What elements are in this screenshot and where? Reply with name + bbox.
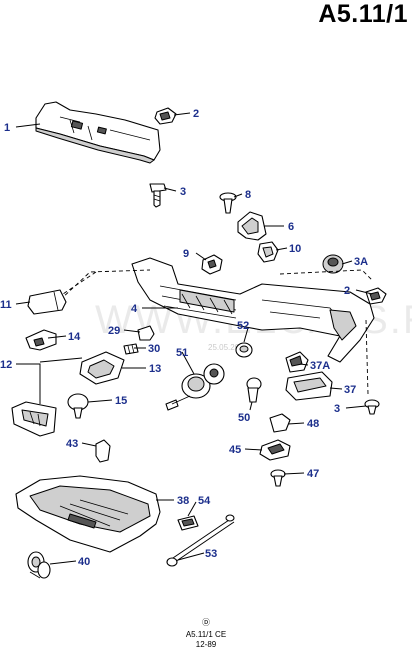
part-3-screw-right [364,399,380,415]
callout-45: 45 [229,444,241,456]
part-6-bracket [237,211,267,241]
part-48-clip [269,413,291,433]
part-40-bumpers [27,551,51,579]
callout-37: 37 [344,384,356,396]
part-43-hinge [95,439,111,463]
part-4-lower-panel [131,257,375,363]
callout-50: 50 [238,412,250,424]
part-47-screw [270,469,286,487]
callout-53: 53 [205,548,217,560]
assembly-outline [59,269,369,395]
part-45-latch [259,439,291,461]
part-37-bracket [285,371,333,401]
part-10-clip [257,241,279,263]
callout-15: 15 [115,395,127,407]
callout-2-right: 2 [344,285,350,297]
part-29-clip [137,325,155,341]
footer-code: A5.11/1 CE [185,630,227,639]
part-1-rail [35,101,161,164]
callout-labels: 1 2 3 8 6 9 10 3A 2 11 4 29 14 52 30 51 … [0,108,368,568]
part-14-bracket [25,329,57,351]
page-code: A5.11/1 [318,0,408,28]
callout-37A: 37A [310,360,330,372]
part-12-bracket [11,401,57,437]
assembly-outline-right [279,269,373,281]
callout-38: 38 [177,495,189,507]
callout-13: 13 [149,363,161,375]
part-15-knob [67,393,89,419]
callout-6: 6 [288,221,294,233]
callout-2: 2 [193,108,199,120]
callout-29: 29 [108,325,120,337]
part-30-screw [123,343,139,355]
part-9-clip [201,254,223,275]
part-8-screw [219,192,237,214]
callout-11: 11 [0,299,12,311]
part-50-bulb [246,377,262,403]
part-38-glovebox [15,475,161,553]
callout-10: 10 [289,243,301,255]
part-3A-grommet [322,254,344,274]
callout-8: 8 [245,189,251,201]
footer-symbol: Ⓓ [202,618,210,627]
part-3-screw-top [149,183,167,208]
callout-30: 30 [148,343,160,355]
part-2-clip-right [365,287,387,305]
part-54-latch [177,515,199,531]
callout-3: 3 [180,186,186,198]
part-2-clip-top [154,107,177,125]
part-52-knob [235,342,253,358]
callout-12: 12 [0,359,12,371]
callout-48: 48 [307,418,319,430]
part-51-knobs [165,363,225,411]
footer-date: 12-89 [195,640,217,649]
callout-47: 47 [307,468,319,480]
callout-52: 52 [237,320,249,332]
callout-9: 9 [183,248,189,260]
callout-1: 1 [4,122,10,134]
callout-3-right: 3 [334,403,340,415]
callout-4: 4 [131,303,138,315]
part-53-rod [166,514,235,567]
callout-43: 43 [66,438,78,450]
watermark-date: 25.05.2011 [208,343,248,352]
callout-51: 51 [176,347,188,359]
callout-40: 40 [78,556,90,568]
leader-lines [15,112,373,565]
callout-3A: 3A [354,256,368,268]
callout-54: 54 [198,495,211,507]
callout-14: 14 [68,331,81,343]
part-37A-switch [285,351,309,373]
part-11-cover [27,289,67,315]
part-13-switch [79,351,125,385]
